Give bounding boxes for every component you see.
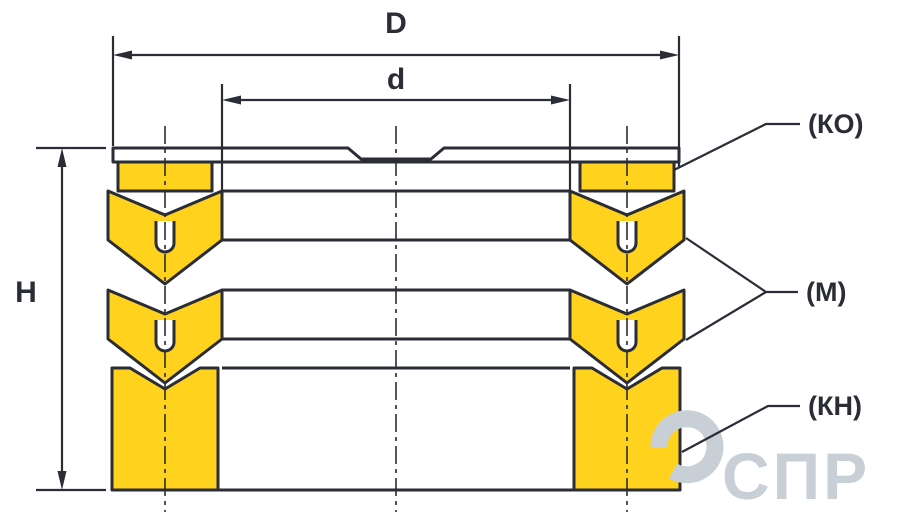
dim-d-arrowhead-left [222,95,241,105]
leader-KO [673,122,800,171]
dimension-D: D [111,7,681,168]
dimension-H: H [15,146,106,492]
dim-H-label: H [15,276,37,309]
dimension-d: d [220,63,572,191]
dim-D-arrowhead-left [113,50,132,60]
dim-H-arrowhead-bottom [57,471,67,490]
seal-stack [106,146,686,492]
dim-D-arrowhead-right [660,50,679,60]
leader-M-lower [685,291,767,341]
label-M: (М) [806,277,846,307]
watermark: СПР [650,410,870,513]
label-KO: (КО) [808,109,863,139]
seal-yellow-parts [106,160,686,492]
watermark-text: СПР [722,439,870,513]
dim-H-arrowhead-top [57,148,67,167]
dim-d-arrowhead-right [551,95,570,105]
label-KN: (КН) [808,391,862,421]
watermark-logo-icon [650,410,724,484]
callouts: (КО) (М) (КН) [673,109,863,453]
leader-M-upper [685,237,798,294]
dim-d-label: d [387,63,405,96]
leader-KN [681,404,800,453]
dim-D-label: D [385,7,407,40]
pressure-ring-plate [111,146,681,164]
